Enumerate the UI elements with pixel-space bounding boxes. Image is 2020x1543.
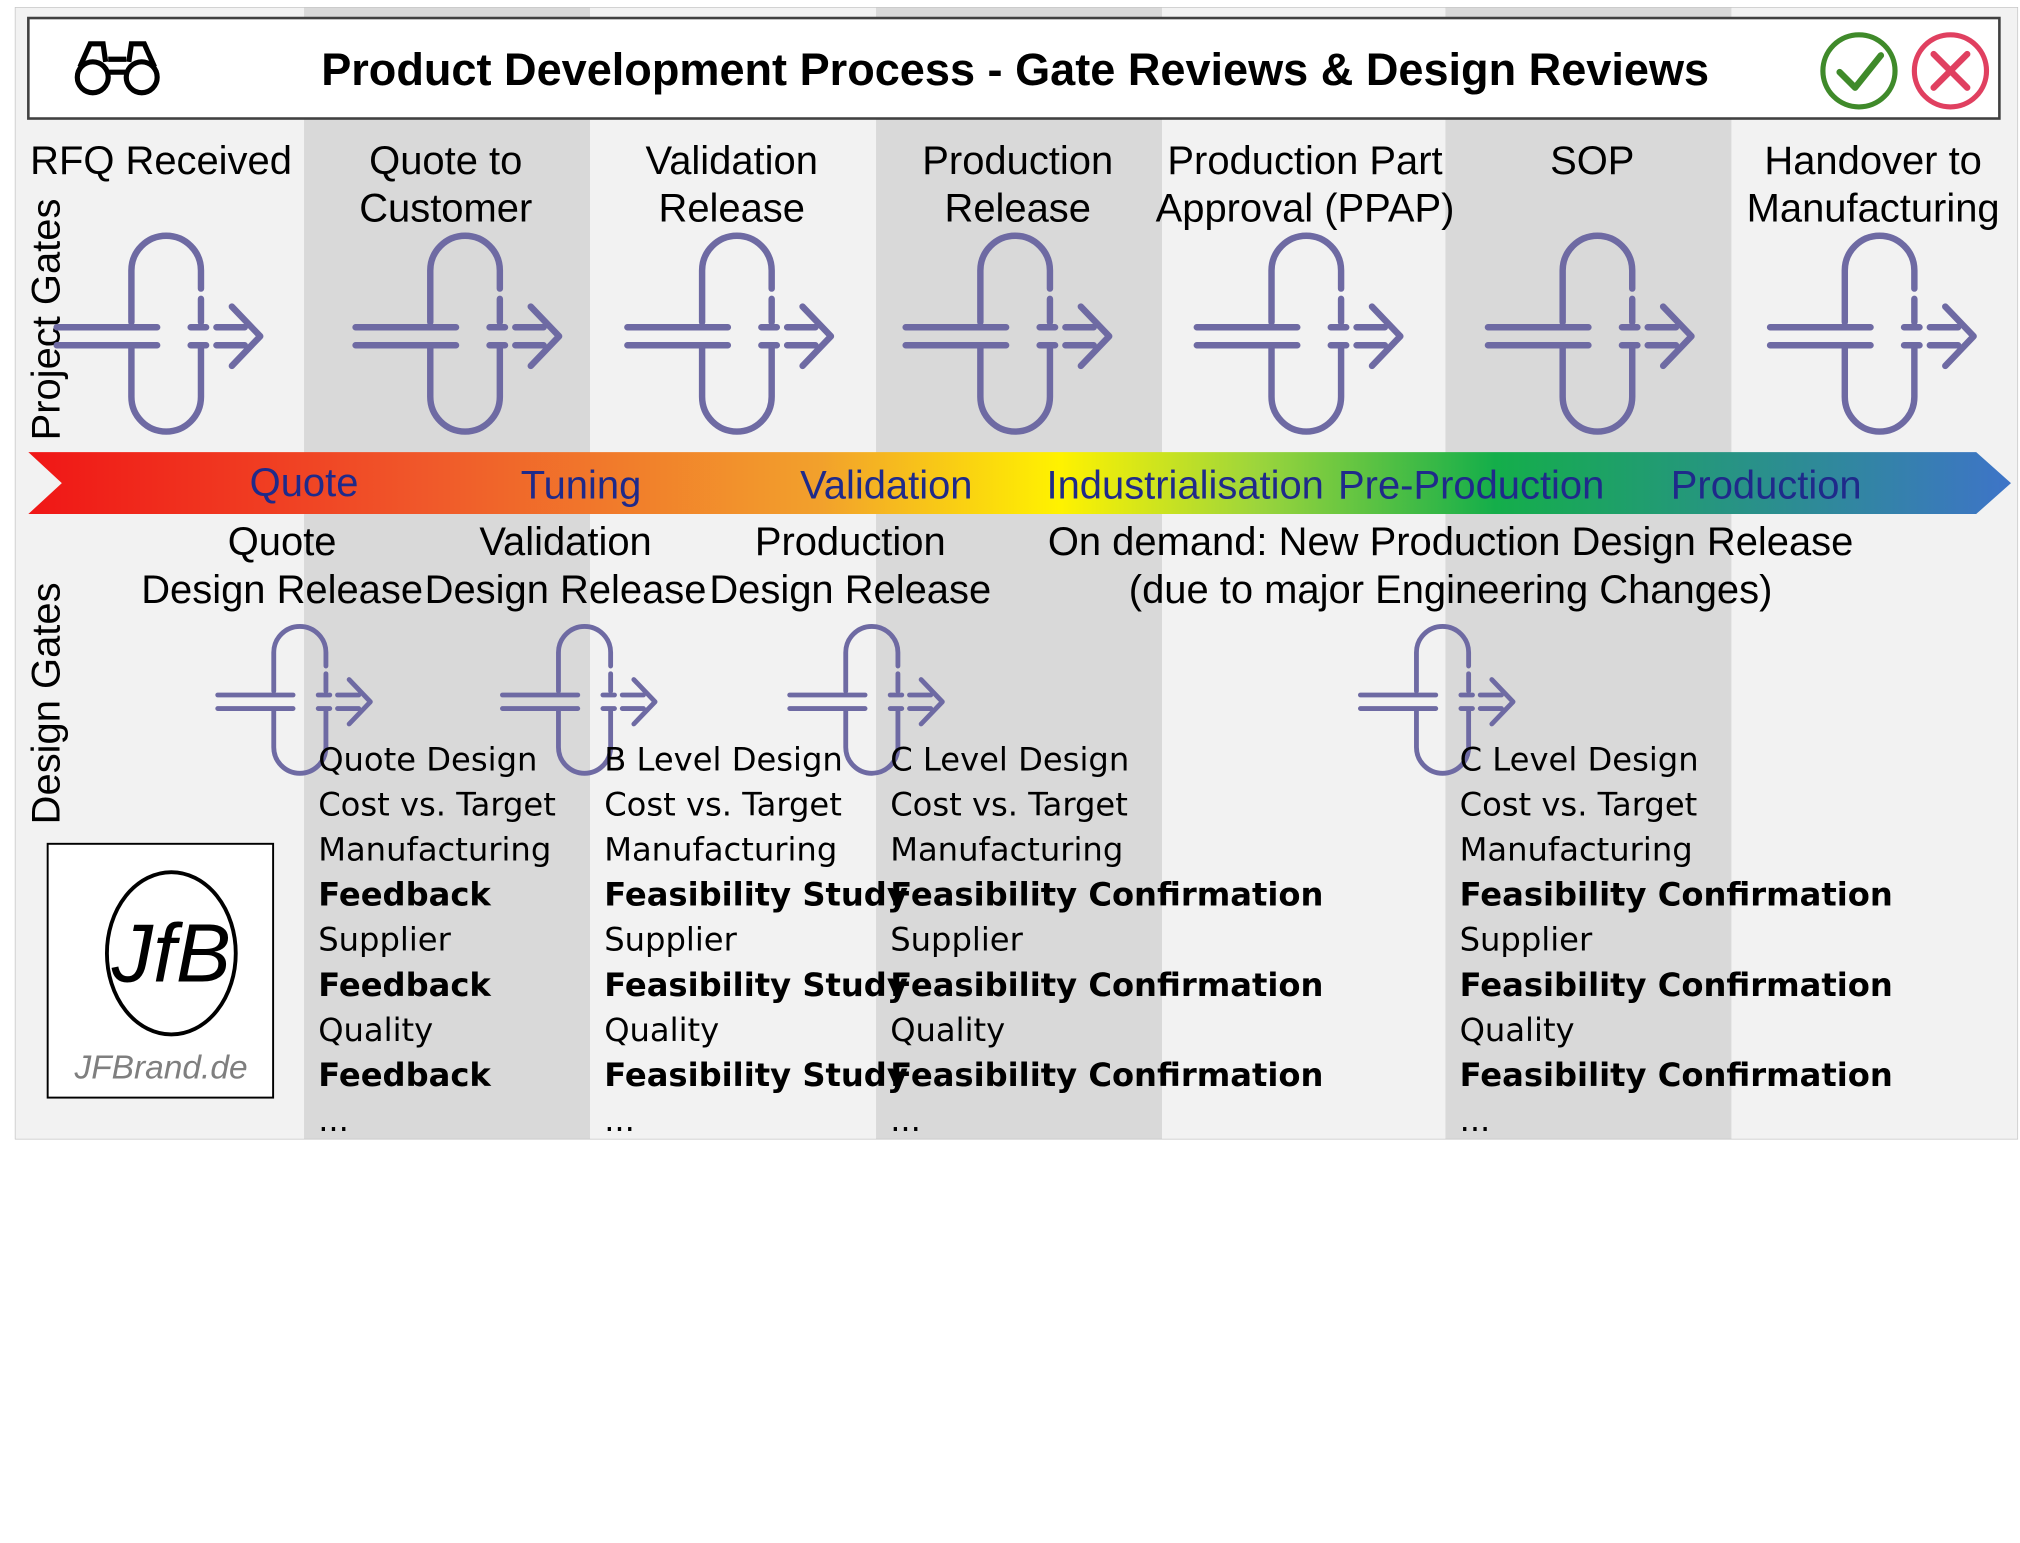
checklist-item: Manufacturing [890,831,1123,869]
checklist-item: Feasibility Study [604,876,908,914]
design-gate-label-on-demand-2: (due to major Engineering Changes) [1129,568,1773,612]
band-dark-1 [304,7,591,1139]
title-box [27,16,2001,120]
checklist-item: Feedback [318,966,492,1004]
checklist-item: Feedback [318,1056,492,1094]
project-gate-label-ppap-1: Production Part [1167,139,1442,183]
design-gate-label-production-2: Design Release [709,568,991,612]
checklist-item: Quality [318,1011,433,1049]
phase-label-quote: Quote [250,461,359,505]
gate-arrow-icon [53,232,264,435]
gate-arrow-icon [500,624,658,776]
project-gate-label-production-release-2: Release [944,187,1090,231]
design-gate-label-on-demand-1: On demand: New Production Design Release [1048,520,1854,564]
checklist-item: Cost vs. Target [604,785,842,823]
checklist-item: ... [604,1101,635,1139]
checklist-item: ... [1460,1101,1491,1139]
checklist-item: Feasibility Confirmation [890,876,1323,914]
x-circle-icon [1911,32,1990,110]
band-light-3 [1162,7,1446,1139]
checklist-item: Manufacturing [318,831,551,869]
design-gate-label-production-1: Production [755,520,946,564]
row-label-project-gates: Project Gates [24,199,68,441]
checklist-item: ... [890,1101,921,1139]
design-gate-label-validation-2: Design Release [425,568,707,612]
gate-arrow-icon [1193,232,1404,435]
project-gate-label-quote-to-customer-1: Quote to [369,139,522,183]
logo-ellipse [104,870,238,1037]
logo-monogram: JfB [111,908,231,1000]
checklist-item: Quality [604,1011,719,1049]
title-bar: Product Development Process - Gate Revie… [27,16,2001,120]
checklist-item: Feasibility Study [604,966,908,1004]
checklist-item: Manufacturing [604,831,837,869]
project-gate-labels: RFQ Received Quote to Customer Validatio… [30,139,1999,231]
band-light-2 [590,7,877,1139]
project-gate-label-production-release-1: Production [922,139,1113,183]
checklist-item: Quality [890,1011,1005,1049]
gate-arrow-icon [1357,624,1516,776]
checklist-item: Manufacturing [1460,831,1693,869]
project-gate-label-validation-release-2: Release [658,187,804,231]
phase-arrow: Quote Tuning Validation Industrialisatio… [28,452,2011,515]
band-dark-3 [1445,7,1732,1139]
checklist-item: Quality [1460,1011,1575,1049]
gate-arrow-icon [624,232,835,435]
band-light-4 [1731,7,2018,1139]
gate-arrow-icon [215,624,373,776]
gate-arrow-icon [1766,232,1977,435]
checklist-item: Cost vs. Target [318,785,556,823]
checklist-item: Feasibility Confirmation [890,1056,1323,1094]
checklist-item: Cost vs. Target [1460,785,1698,823]
project-gate-icons [53,232,1977,435]
checklist-item: Feasibility Confirmation [1460,1056,1893,1094]
project-gate-label-sop: SOP [1550,139,1634,183]
checklist-item: Feedback [318,876,492,914]
design-gate-label-quote-2: Design Release [141,568,423,612]
phase-label-production: Production [1671,464,1862,508]
checklist-item: Feasibility Confirmation [1460,876,1893,914]
checklist-item: Cost vs. Target [890,785,1128,823]
checklist-item: Supplier [1460,921,1593,959]
checklist-item: Feasibility Confirmation [890,966,1323,1004]
gate-arrow-icon [1484,232,1695,435]
checklist-item: C Level Design [1460,740,1699,778]
gate-arrow-icon [787,624,945,776]
design-gate-label-validation-1: Validation [479,520,651,564]
binoculars-icon [74,41,160,96]
gate-arrow-icon [902,232,1113,435]
process-diagram: Product Development Process - Gate Revie… [14,7,2019,1140]
band-dark-2 [876,7,1163,1139]
phase-label-industrialisation: Industrialisation [1047,464,1324,508]
logo-site: JFBrand.de [73,1049,247,1086]
project-gate-label-quote-to-customer-2: Customer [359,187,532,231]
project-gate-label-handover-1: Handover to [1764,139,1982,183]
design-gate-label-quote-1: Quote [228,520,337,564]
row-label-design-gates: Design Gates [24,582,68,824]
phase-label-pre-production: Pre-Production [1338,464,1604,508]
checklist-item: B Level Design [604,740,843,778]
checklist-item: Feasibility Confirmation [1460,966,1893,1004]
design-gate-labels: Quote Design Release Validation Design R… [141,520,1853,612]
check-circle-icon [1820,32,1898,110]
page-title: Product Development Process - Gate Revie… [321,44,1709,95]
checklist-item: Quote Design [318,740,537,778]
project-gate-label-ppap-2: Approval (PPAP) [1156,187,1455,231]
project-gate-label-handover-2: Manufacturing [1747,187,2000,231]
phase-label-validation: Validation [800,464,972,508]
design-gate-icons [215,624,1516,776]
phase-label-tuning: Tuning [521,464,642,508]
gate-arrow-icon [352,232,563,435]
checklist-item: Supplier [890,921,1023,959]
checklist-item: C Level Design [890,740,1129,778]
project-gate-label-validation-release-1: Validation [646,139,818,183]
phase-arrow-body [28,452,2011,515]
jfbrand-logo: JfB JFBrand.de [46,842,275,1099]
project-gate-label-rfq: RFQ Received [30,139,292,183]
checklist-item: ... [318,1101,349,1139]
checklist-item: Supplier [604,921,737,959]
checklist-item: Supplier [318,921,451,959]
checklist-item: Feasibility Study [604,1056,908,1094]
